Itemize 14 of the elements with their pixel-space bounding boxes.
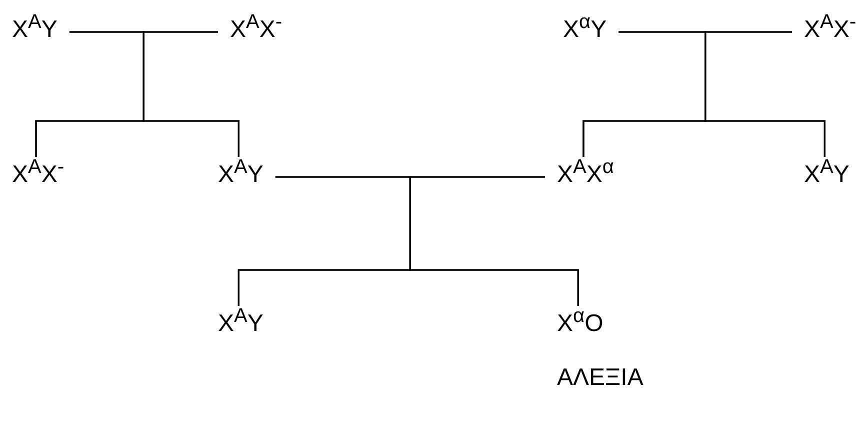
genotype-label: X$^{A}$X$^{-}$: [230, 16, 282, 43]
pedigree-line: [142, 31, 240, 157]
genotype-label: X$^{A}$X$^{-}$: [804, 16, 856, 43]
pedigree-line: [409, 176, 579, 306]
genotype-label: X$^{α}$O: [557, 310, 604, 337]
pedigree-line: [704, 31, 826, 157]
genotype-label: X$^{A}$Y: [12, 16, 58, 43]
genotype-label: X$^{A}$Y: [218, 310, 264, 337]
person-name: ΑΛΕΞΙΑ: [557, 364, 644, 392]
genotype-label: X$^{A}$X$^{α}$: [557, 161, 614, 188]
genotype-label: X$^{α}$Y: [563, 16, 607, 43]
genotype-label: X$^{A}$Y: [218, 161, 264, 188]
genotype-label: X$^{A}$X$^{-}$: [12, 161, 64, 188]
genotype-label: X$^{A}$Y: [804, 161, 850, 188]
